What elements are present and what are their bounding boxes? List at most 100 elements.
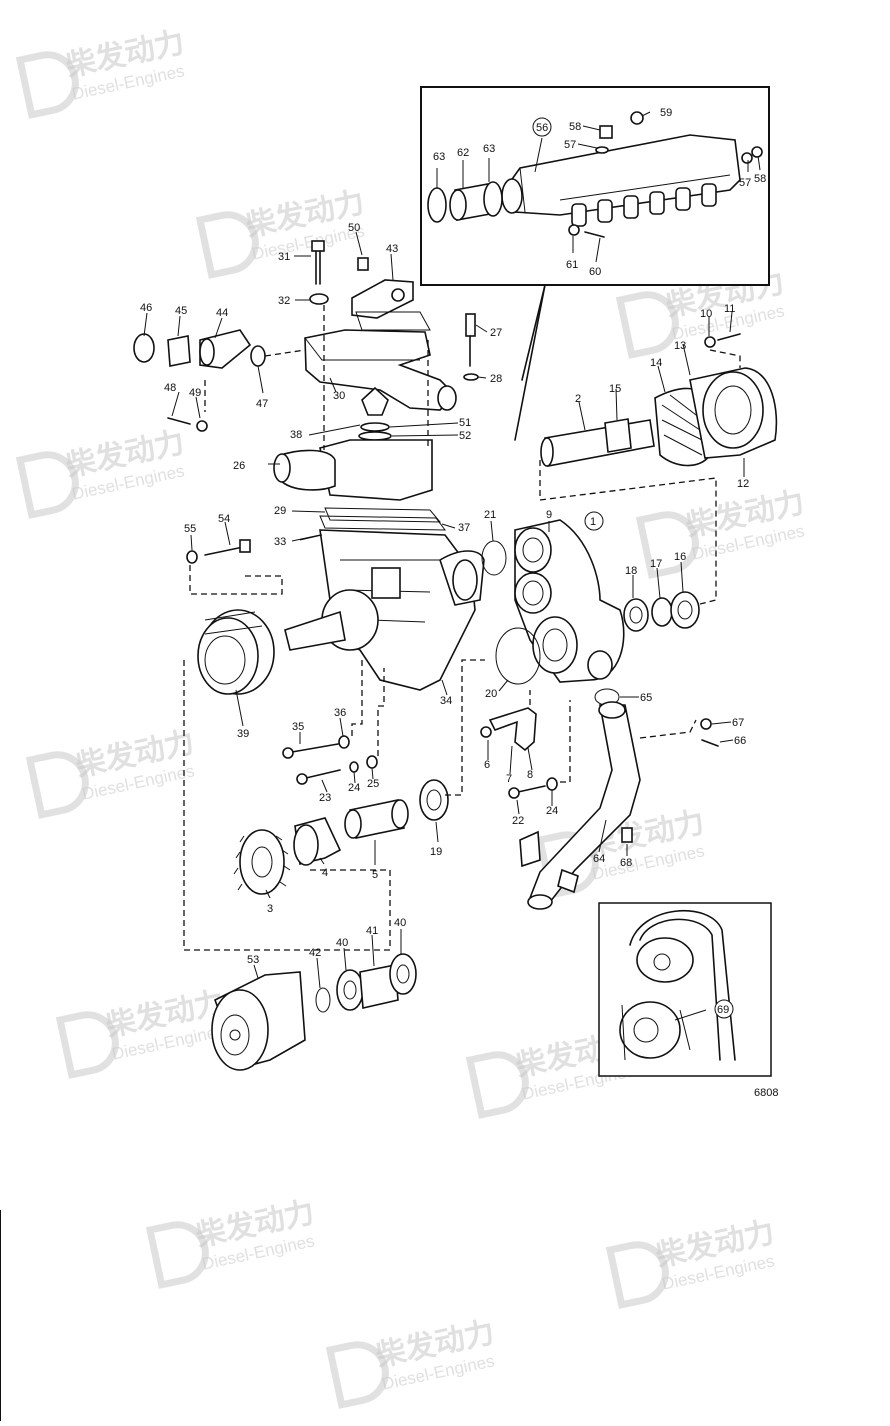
plug-50: [357, 257, 369, 271]
callout-4: 4: [322, 867, 328, 879]
callout-9: 9: [546, 509, 552, 521]
watermark-logo-icon: [55, 1011, 119, 1079]
washer-57: [595, 146, 609, 154]
watermark: 柴发动力 Diesel-Engines: [15, 426, 187, 519]
bolt-31-head: [311, 240, 325, 252]
manifold-ports: [571, 183, 717, 227]
callout-57: 57: [739, 177, 751, 189]
washer-36: [338, 735, 350, 749]
gasket-29: [324, 507, 442, 523]
sleeve-5-end: [391, 799, 409, 829]
callout-67: 67: [732, 717, 744, 729]
assembly-line: [709, 349, 741, 368]
belt-69-outer: [639, 918, 721, 1061]
callout-56: 56: [536, 122, 548, 134]
pump-housing-boss: [371, 567, 401, 599]
bearing-18-inner: [629, 606, 643, 624]
manifold-edge: [559, 174, 731, 201]
hose-62-end: [449, 189, 467, 221]
pump-cover-bore: [532, 616, 578, 674]
callout-63: 63: [483, 143, 495, 155]
drive-parts-group: 3 4 5 19: [233, 659, 485, 915]
callout-55: 55: [184, 523, 196, 535]
pump-pulley-hub: [633, 1017, 659, 1043]
watermark: 柴发动力 Diesel-Engines: [605, 1216, 777, 1309]
screw-35-head: [282, 747, 294, 759]
water-pipe-64-bottom: [527, 894, 553, 910]
screw-11: [717, 333, 741, 341]
callout-2: 2: [575, 393, 581, 405]
bracket-43-hole: [391, 288, 405, 302]
watermark: 柴发动力 Diesel-Engines: [325, 1316, 497, 1409]
pipe-bracket: [519, 830, 541, 868]
drawing-code: 6808: [754, 1087, 778, 1099]
callout-43: 43: [386, 243, 398, 255]
washer-59: [630, 111, 644, 125]
clamp-46: [133, 333, 155, 363]
callout-30: 30: [333, 390, 345, 402]
callout-40: 40: [394, 917, 406, 929]
port-inner: [522, 580, 544, 606]
callout-24: 24: [546, 805, 558, 817]
callout-69: 69: [717, 1004, 729, 1016]
spacer-41: [359, 964, 399, 1009]
pump-cover-outlet: [587, 650, 613, 680]
housing-outlet: [437, 385, 457, 411]
callout-12: 12: [737, 478, 749, 490]
housing-26-pipe: [277, 449, 336, 491]
watermark-logo-icon: [325, 1341, 389, 1409]
callout-42: 42: [309, 947, 321, 959]
hose-45: [167, 335, 191, 367]
callout-41: 41: [366, 925, 378, 937]
pulley-39-grooves: [204, 611, 263, 635]
o-ring-20: [495, 627, 541, 685]
callout-20: 20: [485, 688, 497, 700]
pulley-12-hub: [714, 385, 752, 435]
port-inner: [522, 537, 544, 563]
callout-25: 25: [367, 778, 379, 790]
callout-circle-69: [714, 999, 734, 1019]
callout-48: 48: [164, 382, 176, 394]
callout-21: 21: [484, 509, 496, 521]
callout-40: 40: [336, 937, 348, 949]
watermark: 柴发动力 Diesel-Engines: [145, 1196, 317, 1289]
callout-52: 52: [459, 430, 471, 442]
callout-16: 16: [674, 551, 686, 563]
callout-51: 51: [459, 417, 471, 429]
screw-35: [291, 743, 339, 753]
watermark-logo-icon: [605, 1241, 669, 1309]
screw-23-head: [296, 773, 308, 785]
watermark-logo-icon: [15, 51, 79, 119]
screw-60: [584, 231, 605, 238]
callout-8: 8: [527, 769, 533, 781]
bearing-40-right-inner: [396, 964, 410, 984]
pump-53-hub: [220, 1014, 250, 1056]
assembly-line: [445, 659, 485, 796]
callout-37: 37: [458, 522, 470, 534]
callout-65: 65: [640, 692, 652, 704]
inset-pointer-line: [514, 284, 546, 441]
gasket-37: [319, 515, 447, 531]
callout-36: 36: [334, 707, 346, 719]
shaft-2: [544, 419, 655, 467]
callout-31: 31: [278, 251, 290, 263]
callout-35: 35: [292, 721, 304, 733]
seal-19-inner: [426, 789, 442, 811]
callout-18: 18: [625, 565, 637, 577]
callout-58: 58: [569, 121, 581, 133]
gear-3-bore: [251, 846, 273, 878]
callout-63: 63: [433, 151, 445, 163]
pump-pulley: [619, 1001, 681, 1059]
callout-47: 47: [256, 398, 268, 410]
callout-57: 57: [564, 139, 576, 151]
screw-22: [517, 785, 546, 793]
watermark: 柴发动力 Diesel-Engines: [635, 486, 807, 579]
pump-body-group: 55 54 34 39: [183, 513, 485, 951]
seal-17: [651, 597, 673, 627]
assembly-line: [323, 305, 429, 450]
callout-15: 15: [609, 383, 621, 395]
pulley-39-hub: [204, 635, 246, 685]
bolt-54-head: [239, 539, 251, 553]
watermark: 柴发动力 Diesel-Engines: [25, 726, 197, 819]
